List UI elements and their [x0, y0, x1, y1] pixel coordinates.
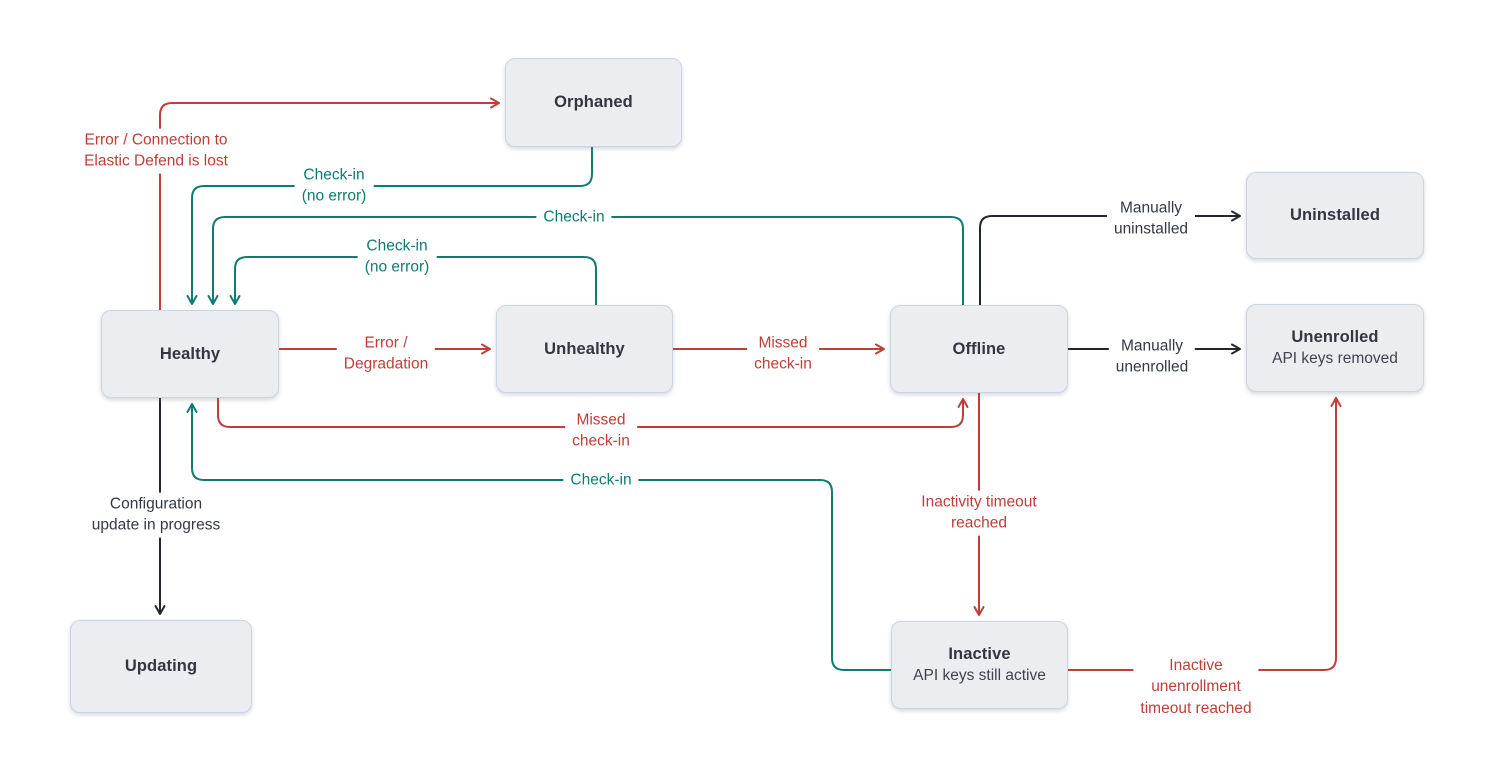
- edge-label-line: timeout reached: [1140, 699, 1252, 717]
- edge-label-line: Check-in: [543, 208, 605, 226]
- edge-label-line: (no error): [364, 259, 430, 276]
- node-title-uninstalled: Uninstalled: [1289, 206, 1381, 224]
- edge-label-healthy-to-offline-missed-checkin: Missed check-in: [565, 408, 637, 454]
- edge-healthy-to-orphaned: [159, 97, 500, 310]
- edge-label-healthy-to-updating: Configuration update in progress: [84, 492, 228, 538]
- node-unhealthy: Unhealthy: [496, 305, 673, 393]
- node-subtitle-unenrolled: API keys removed: [1272, 350, 1398, 367]
- edge-label-unhealthy-to-healthy: Check-in (no error): [357, 234, 437, 280]
- edge-label-offline-to-unenrolled: Manually unenrolled: [1108, 334, 1196, 380]
- edge-label-line: update in progress: [91, 517, 221, 534]
- edge-label-offline-to-healthy-checkin: Check-in: [536, 205, 612, 229]
- edge-offline-to-uninstalled: [979, 210, 1241, 305]
- edge-label-line: Elastic Defend is lost: [84, 153, 228, 170]
- edge-label-inactive-to-healthy: Check-in: [563, 468, 639, 492]
- node-uninstalled: Uninstalled: [1246, 172, 1424, 259]
- edge-offline-to-healthy-checkin: [207, 216, 964, 305]
- node-title-inactive: Inactive: [948, 645, 1011, 663]
- node-title-healthy: Healthy: [159, 344, 221, 363]
- node-updating: Updating: [70, 620, 252, 713]
- edge-label-line: uninstalled: [1113, 221, 1189, 238]
- edge-label-line: Error / Connection to: [84, 131, 228, 149]
- node-title-updating: Updating: [124, 657, 198, 675]
- edge-label-line: Degradation: [343, 356, 429, 373]
- edge-label-inactive-to-unenrolled: Inactive unenrollment timeout reached: [1133, 653, 1259, 721]
- edge-label-orphaned-to-healthy: Check-in (no error): [294, 163, 374, 209]
- node-title-orphaned: Orphaned: [554, 93, 633, 111]
- edge-label-offline-to-uninstalled: Manually uninstalled: [1106, 196, 1196, 242]
- edge-label-unhealthy-to-offline: Missed check-in: [747, 331, 819, 377]
- edge-label-line: Manually: [1120, 337, 1184, 355]
- edge-label-healthy-to-unhealthy: Error / Degradation: [336, 331, 436, 377]
- node-title-unenrolled: Unenrolled: [1291, 328, 1379, 346]
- edge-label-line: unenrolled: [1115, 359, 1189, 376]
- edge-label-line: check-in: [572, 433, 630, 450]
- edge-label-line: Error /: [364, 334, 408, 352]
- edge-label-line: reached: [950, 515, 1007, 532]
- edge-label-line: Manually: [1119, 199, 1183, 217]
- edge-label-line: Inactive: [1169, 656, 1223, 674]
- edge-label-line: Missed: [758, 334, 808, 352]
- node-subtitle-inactive: API keys still active: [913, 667, 1046, 684]
- node-title-offline: Offline: [952, 339, 1006, 358]
- edge-label-line: Configuration: [109, 495, 203, 513]
- edge-label-offline-to-inactive: Inactivity timeout reached: [914, 490, 1044, 536]
- edge-label-line: Check-in: [570, 471, 632, 489]
- edge-inactive-to-unenrolled: [1068, 397, 1342, 671]
- edge-label-line: Check-in: [366, 237, 428, 255]
- edge-orphaned-to-healthy: [186, 147, 593, 305]
- node-healthy: Healthy: [101, 310, 279, 398]
- edge-inactive-to-healthy: [186, 403, 891, 671]
- edge-label-healthy-to-orphaned: Error / Connection to Elastic Defend is l…: [77, 128, 235, 174]
- node-offline: Offline: [890, 305, 1068, 393]
- node-orphaned: Orphaned: [505, 58, 682, 147]
- edge-label-line: check-in: [754, 356, 812, 373]
- edge-label-line: Missed: [576, 411, 626, 429]
- node-title-unhealthy: Unhealthy: [544, 339, 625, 358]
- edge-label-line: Inactivity timeout: [921, 493, 1037, 511]
- edge-label-line: unenrollment: [1151, 678, 1241, 696]
- edge-label-line: Check-in: [303, 166, 365, 184]
- edge-label-line: (no error): [301, 188, 367, 205]
